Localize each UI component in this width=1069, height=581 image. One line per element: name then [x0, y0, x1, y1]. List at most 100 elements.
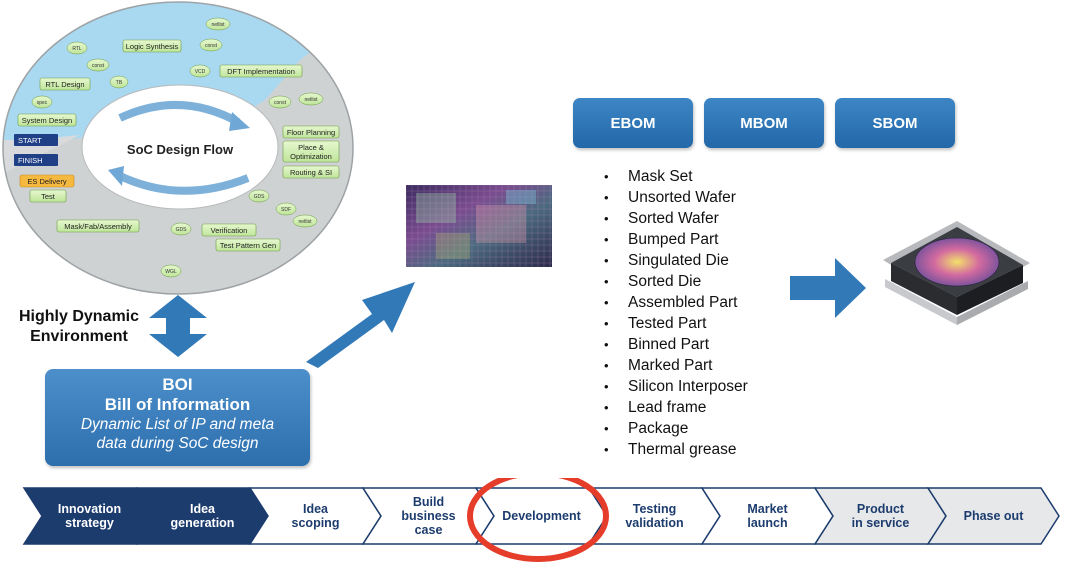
- right-arrow-icon: [790, 258, 866, 318]
- list-item: Bumped Part: [604, 229, 748, 250]
- list-item: Singulated Die: [604, 250, 748, 271]
- list-item: Marked Part: [604, 355, 748, 376]
- stage-label: generation: [171, 516, 235, 530]
- tag-netlist-top: netlist: [205, 17, 231, 31]
- step-dft-implementation: DFT Implementation: [219, 64, 303, 78]
- tag-sdf: SDF: [275, 202, 297, 216]
- stage-chevron: Development: [474, 487, 608, 545]
- innovation-process-chevrons: InnovationstrategyIdeagenerationIdeascop…: [22, 478, 1060, 562]
- svg-text:Place &: Place &: [298, 143, 324, 152]
- svg-text:netlist: netlist: [304, 97, 318, 103]
- tag-const-top: const: [199, 38, 223, 52]
- parts-list: Mask Set Unsorted Wafer Sorted Wafer Bum…: [604, 166, 748, 460]
- step-test-pattern-gen: Test Pattern Gen: [215, 238, 281, 252]
- svg-text:GDS: GDS: [254, 194, 266, 200]
- stage-label: Build: [413, 495, 444, 509]
- tag-rtl: RTL: [66, 41, 88, 55]
- list-item: Sorted Die: [604, 271, 748, 292]
- svg-text:spec: spec: [37, 100, 48, 106]
- stage-label: scoping: [292, 516, 340, 530]
- stage-label: Idea: [190, 502, 216, 516]
- step-start: START: [14, 134, 58, 146]
- svg-text:Test Pattern Gen: Test Pattern Gen: [220, 241, 276, 250]
- step-logic-synthesis: Logic Synthesis: [122, 39, 182, 53]
- stage-label: Innovation: [58, 502, 121, 516]
- svg-text:Optimization: Optimization: [290, 152, 332, 161]
- boi-title: BOI: [162, 375, 193, 394]
- die-photo-image: [406, 185, 552, 267]
- step-mask-fab-assembly: Mask/Fab/Assembly: [56, 219, 140, 233]
- svg-text:VCD: VCD: [195, 69, 206, 75]
- list-item: Unsorted Wafer: [604, 187, 748, 208]
- stage-label: in service: [852, 516, 910, 530]
- svg-text:Floor Planning: Floor Planning: [287, 128, 335, 137]
- svg-text:RTL Design: RTL Design: [45, 80, 84, 89]
- svg-text:Routing & SI: Routing & SI: [290, 168, 332, 177]
- soc-design-flow-diagram: SoC Design Flow Logic Synthesis RTL Desi…: [2, 1, 354, 295]
- list-item: Sorted Wafer: [604, 208, 748, 229]
- stage-label: Idea: [303, 502, 329, 516]
- chip-package-image: [883, 221, 1030, 325]
- svg-text:FINISH: FINISH: [18, 156, 43, 165]
- tag-const-right: const: [268, 95, 292, 109]
- svg-text:Verification: Verification: [211, 226, 248, 235]
- list-item: Silicon Interposer: [604, 376, 748, 397]
- stage-label: launch: [747, 516, 787, 530]
- tag-wgl: WGL: [160, 264, 182, 278]
- mbom-box: MBOM: [704, 98, 824, 148]
- boi-description-line2: data during SoC design: [96, 435, 259, 452]
- tag-gds-bottom: GDS: [170, 222, 192, 236]
- dynamic-environment-label: Highly Dynamic Environment: [18, 308, 140, 345]
- tag-netlist-bottom: netlist: [292, 214, 318, 228]
- development-highlight-circle: [467, 478, 609, 562]
- tag-const-left: const: [86, 58, 110, 72]
- stage-label: validation: [625, 516, 683, 530]
- stage-label: Testing: [633, 502, 677, 516]
- svg-text:netlist: netlist: [298, 219, 312, 225]
- tag-tb: TB: [109, 75, 129, 89]
- boi-subtitle: Bill of Information: [104, 395, 251, 414]
- svg-text:GDS: GDS: [176, 227, 188, 233]
- tag-spec: spec: [31, 95, 53, 109]
- svg-text:System Design: System Design: [22, 116, 72, 125]
- stage-chevron: Phase out: [926, 487, 1060, 545]
- stage-label: Market: [747, 502, 788, 516]
- ebom-box: EBOM: [573, 98, 693, 148]
- svg-text:netlist: netlist: [211, 22, 225, 28]
- list-item: Thermal grease: [604, 439, 748, 460]
- step-rtl-design: RTL Design: [39, 77, 91, 91]
- step-es-delivery: ES Delivery: [19, 174, 75, 188]
- step-verification: Verification: [201, 223, 257, 237]
- boi-box: BOI Bill of Information Dynamic List of …: [45, 369, 310, 466]
- svg-text:const: const: [205, 43, 218, 49]
- list-item: Tested Part: [604, 313, 748, 334]
- list-item: Binned Part: [604, 334, 748, 355]
- soc-flow-center-label: SoC Design Flow: [127, 142, 234, 157]
- svg-text:DFT Implementation: DFT Implementation: [227, 67, 295, 76]
- stage-label: Product: [857, 502, 905, 516]
- step-place-optimization: Place & Optimization: [282, 140, 340, 163]
- svg-text:const: const: [274, 100, 287, 106]
- step-floor-planning: Floor Planning: [282, 125, 340, 139]
- double-arrow-icon: [149, 295, 207, 357]
- tag-netlist-right: netlist: [298, 92, 324, 106]
- step-routing-si: Routing & SI: [282, 165, 340, 179]
- svg-text:ES Delivery: ES Delivery: [27, 177, 66, 186]
- list-item: Package: [604, 418, 748, 439]
- tag-gds-right: GDS: [248, 189, 270, 203]
- svg-text:START: START: [18, 136, 42, 145]
- svg-text:const: const: [92, 63, 105, 69]
- step-finish: FINISH: [14, 154, 58, 166]
- svg-text:Logic Synthesis: Logic Synthesis: [126, 42, 179, 51]
- svg-text:SDF: SDF: [281, 207, 291, 213]
- svg-text:TB: TB: [116, 80, 123, 86]
- boi-description-line1: Dynamic List of IP and meta: [80, 416, 275, 433]
- list-item: Mask Set: [604, 166, 748, 187]
- sbom-box: SBOM: [835, 98, 955, 148]
